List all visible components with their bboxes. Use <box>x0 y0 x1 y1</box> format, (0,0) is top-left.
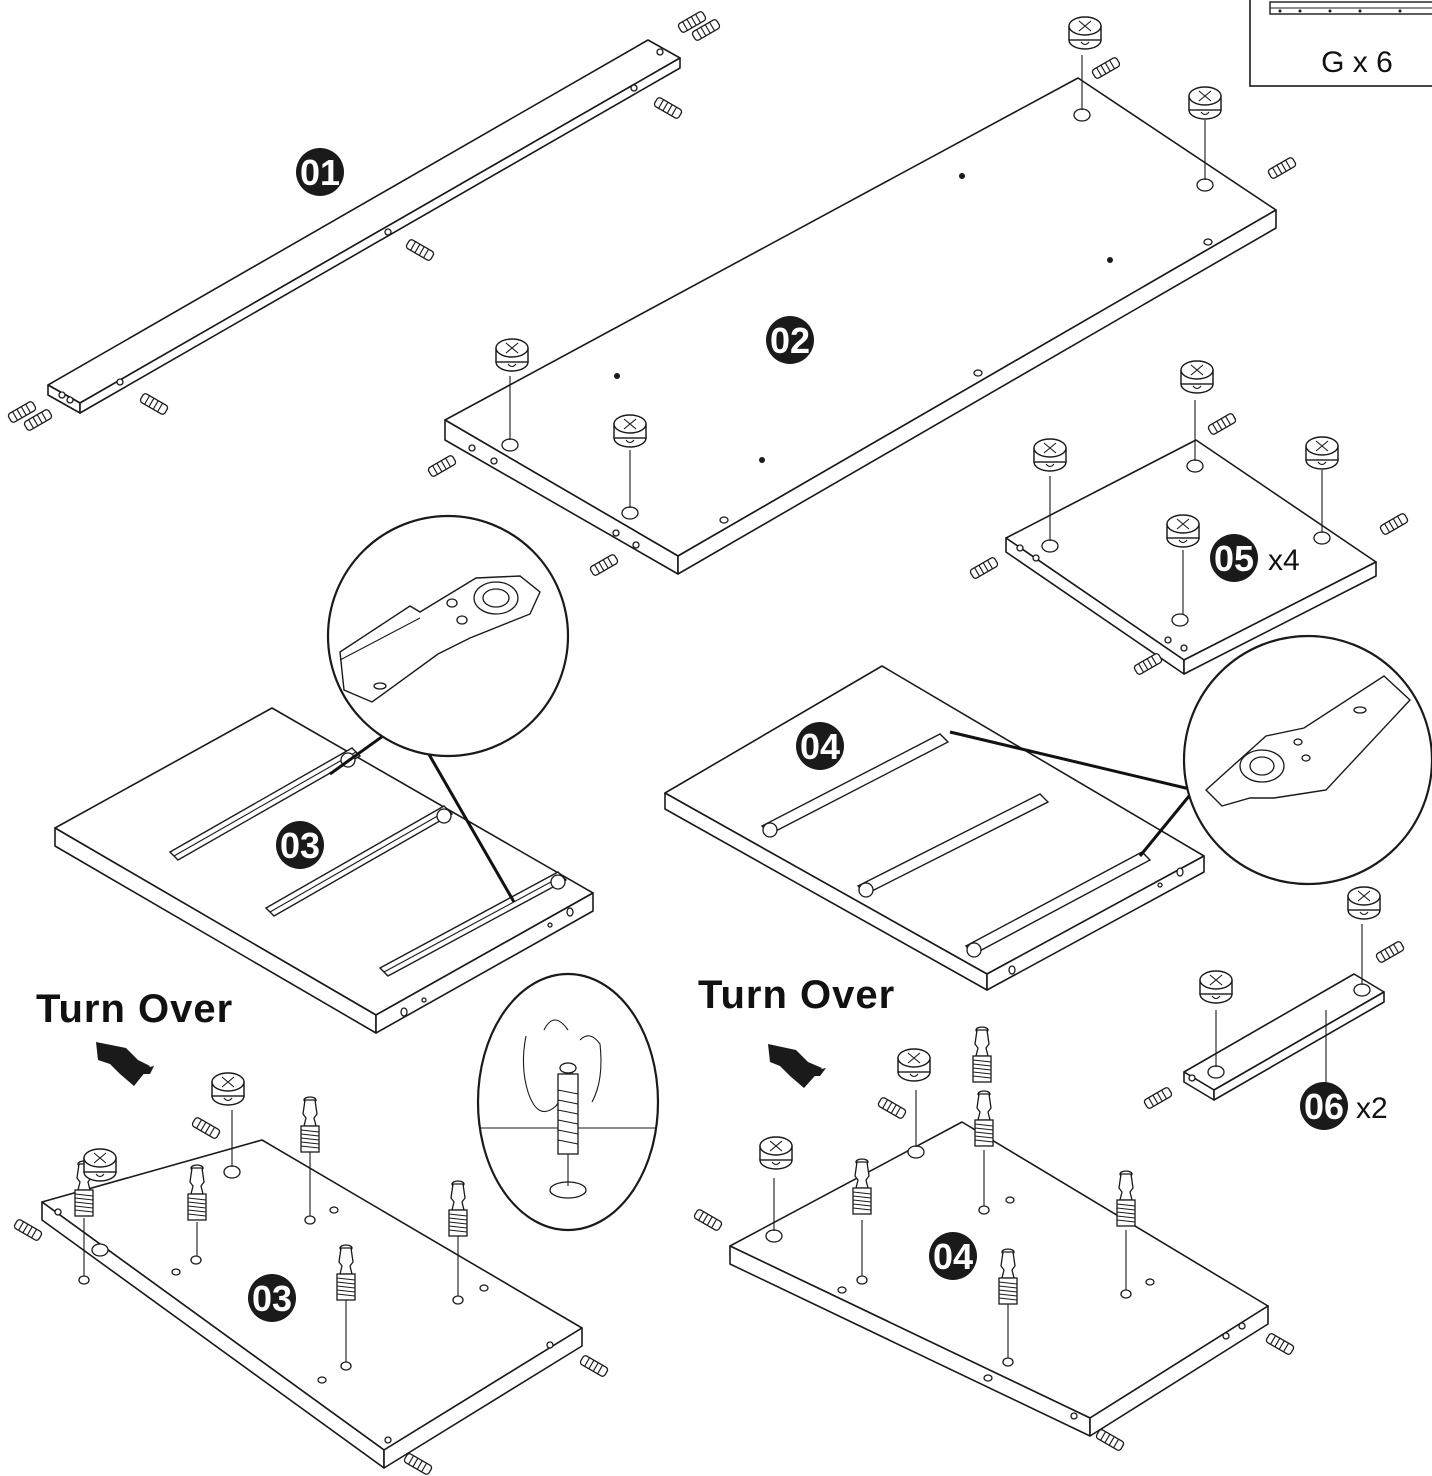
panel-04-flipped: 04 <box>692 1026 1296 1452</box>
panel-04-slides: 04 <box>664 665 1205 991</box>
quantity-05: x4 <box>1268 544 1300 577</box>
svg-text:04: 04 <box>933 1236 973 1277</box>
badge-06: 06 <box>1300 1082 1348 1130</box>
badge-03-top: 03 <box>276 821 324 869</box>
panel-05: 05 x4 <box>968 360 1410 676</box>
badge-03-bottom: 03 <box>248 1274 296 1322</box>
svg-text:02: 02 <box>770 320 810 361</box>
hardware-legend: G x 6 <box>1249 0 1432 87</box>
turn-over-arrow-icon <box>768 1044 826 1088</box>
turn-over-label-right: Turn Over <box>698 973 895 1017</box>
turn-over-label-left: Turn Over <box>36 987 233 1031</box>
svg-text:01: 01 <box>300 152 340 193</box>
drawer-slide-icon <box>1269 1 1432 15</box>
panel-03-flipped: 03 <box>12 1072 610 1476</box>
drawer-slide-icon <box>760 733 1152 958</box>
detail-magnifier-right <box>1182 634 1432 886</box>
badge-04-top: 04 <box>796 722 844 770</box>
detail-magnifier-hand <box>476 972 660 1232</box>
svg-text:03: 03 <box>280 825 320 866</box>
svg-text:03: 03 <box>252 1278 292 1319</box>
badge-02: 02 <box>766 316 814 364</box>
panel-01: 01 <box>6 10 722 432</box>
quantity-06: x2 <box>1356 1092 1388 1125</box>
panel-02: 02 <box>426 16 1298 577</box>
panel-06: 06 x2 <box>1142 886 1406 1130</box>
badge-01: 01 <box>296 148 344 196</box>
turn-over-arrow-icon <box>96 1042 154 1086</box>
panel-03-slides: 03 <box>54 707 594 1034</box>
svg-text:04: 04 <box>800 726 840 767</box>
svg-text:05: 05 <box>1214 538 1254 579</box>
svg-text:G x 6: G x 6 <box>1321 46 1393 79</box>
badge-04-bottom: 04 <box>929 1232 977 1280</box>
badge-05: 05 <box>1210 534 1258 582</box>
svg-text:06: 06 <box>1304 1086 1344 1127</box>
detail-magnifier-left <box>326 514 570 758</box>
